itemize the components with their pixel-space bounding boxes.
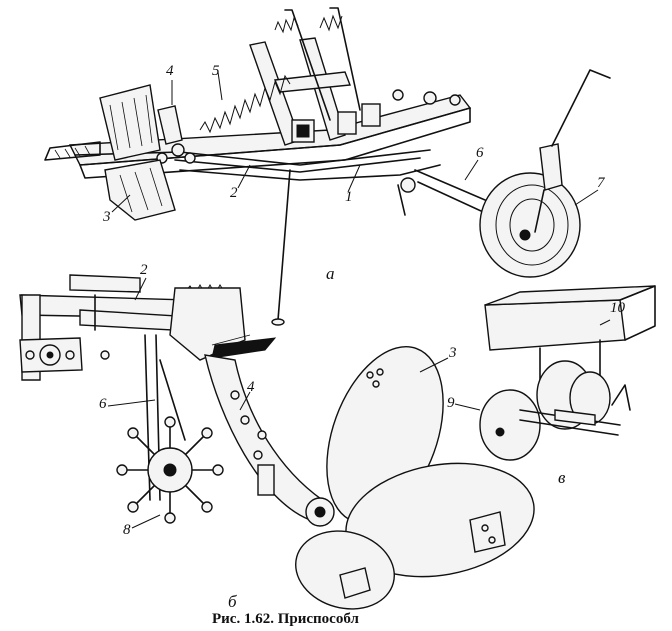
hopper-unit-v: [479, 285, 656, 461]
frame-assembly-a: [44, 7, 611, 326]
star-wheel-8: [116, 416, 224, 524]
depth-wheel-7: [414, 69, 611, 278]
disc-9: [479, 360, 611, 461]
figure-caption: Рис. 1.62. Приспособл: [212, 611, 359, 627]
callout-6-b: 6: [99, 396, 107, 412]
disc-unit-b: [19, 274, 535, 610]
callout-2: 2: [230, 185, 238, 201]
callout-5: 5: [212, 63, 220, 79]
callout-4: 4: [166, 63, 174, 79]
share-blades-3: [44, 84, 176, 221]
spring-5: [199, 7, 361, 134]
callout-10: 10: [610, 300, 625, 316]
callout-1: 1: [345, 189, 353, 205]
callout-4-b: 4: [247, 379, 255, 395]
leader-lines: [107, 71, 611, 529]
callout-6: 6: [476, 145, 484, 161]
panel-label-b: б: [228, 592, 237, 611]
callout-3: 3: [103, 209, 111, 225]
callout-7: 7: [597, 175, 605, 191]
callout-9: 9: [447, 395, 455, 411]
callout-8: 8: [123, 522, 131, 538]
callout-2-b: 2: [140, 262, 148, 278]
plough-discs-3: [295, 346, 535, 610]
panel-label-v: в: [558, 468, 566, 487]
callout-3-b: 3: [449, 345, 457, 361]
panel-label-a: а: [326, 264, 335, 283]
